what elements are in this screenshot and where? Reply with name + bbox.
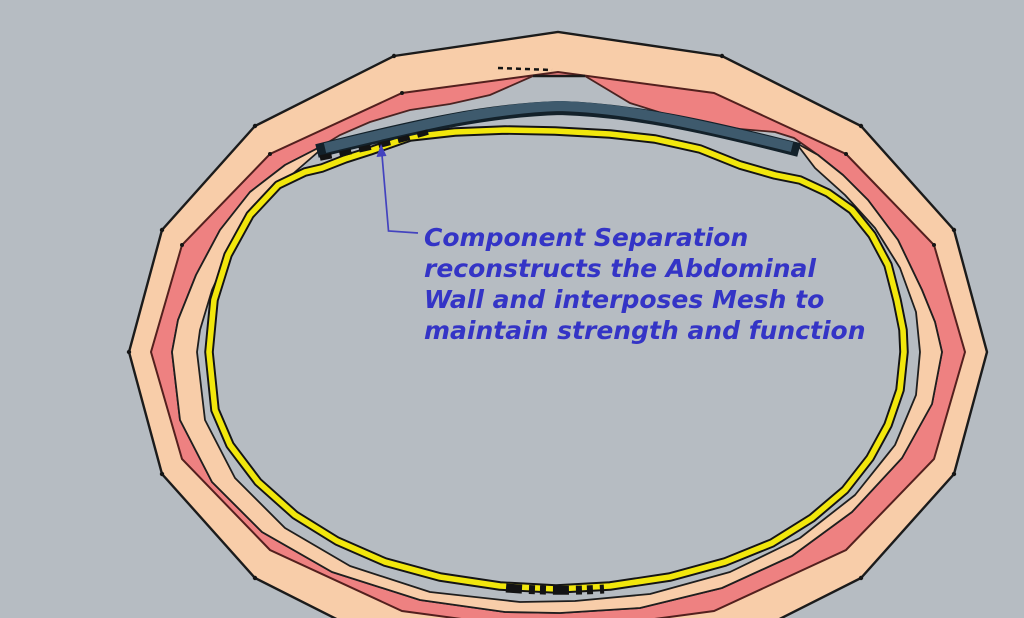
slate-fascia-band <box>323 100 794 153</box>
yellow-mesh-band <box>206 127 907 592</box>
suture-dashes-top <box>497 66 553 72</box>
arrow-head-icon <box>376 144 387 157</box>
annotation-line: maintain strength and function <box>424 316 866 345</box>
annotation-arrow <box>376 144 419 234</box>
leader-line <box>381 154 419 234</box>
annotation-line: Wall and interposes Mesh to <box>424 285 825 314</box>
facet-vertex-dots <box>126 53 957 581</box>
annotation-line: Component Separation <box>424 223 749 252</box>
suture-dashes-bottom <box>505 583 605 595</box>
suture-dashes-left <box>319 129 429 161</box>
annotation-text: Component Separation reconstructs the Ab… <box>424 222 904 346</box>
annotation-line: reconstructs the Abdominal <box>424 254 816 283</box>
